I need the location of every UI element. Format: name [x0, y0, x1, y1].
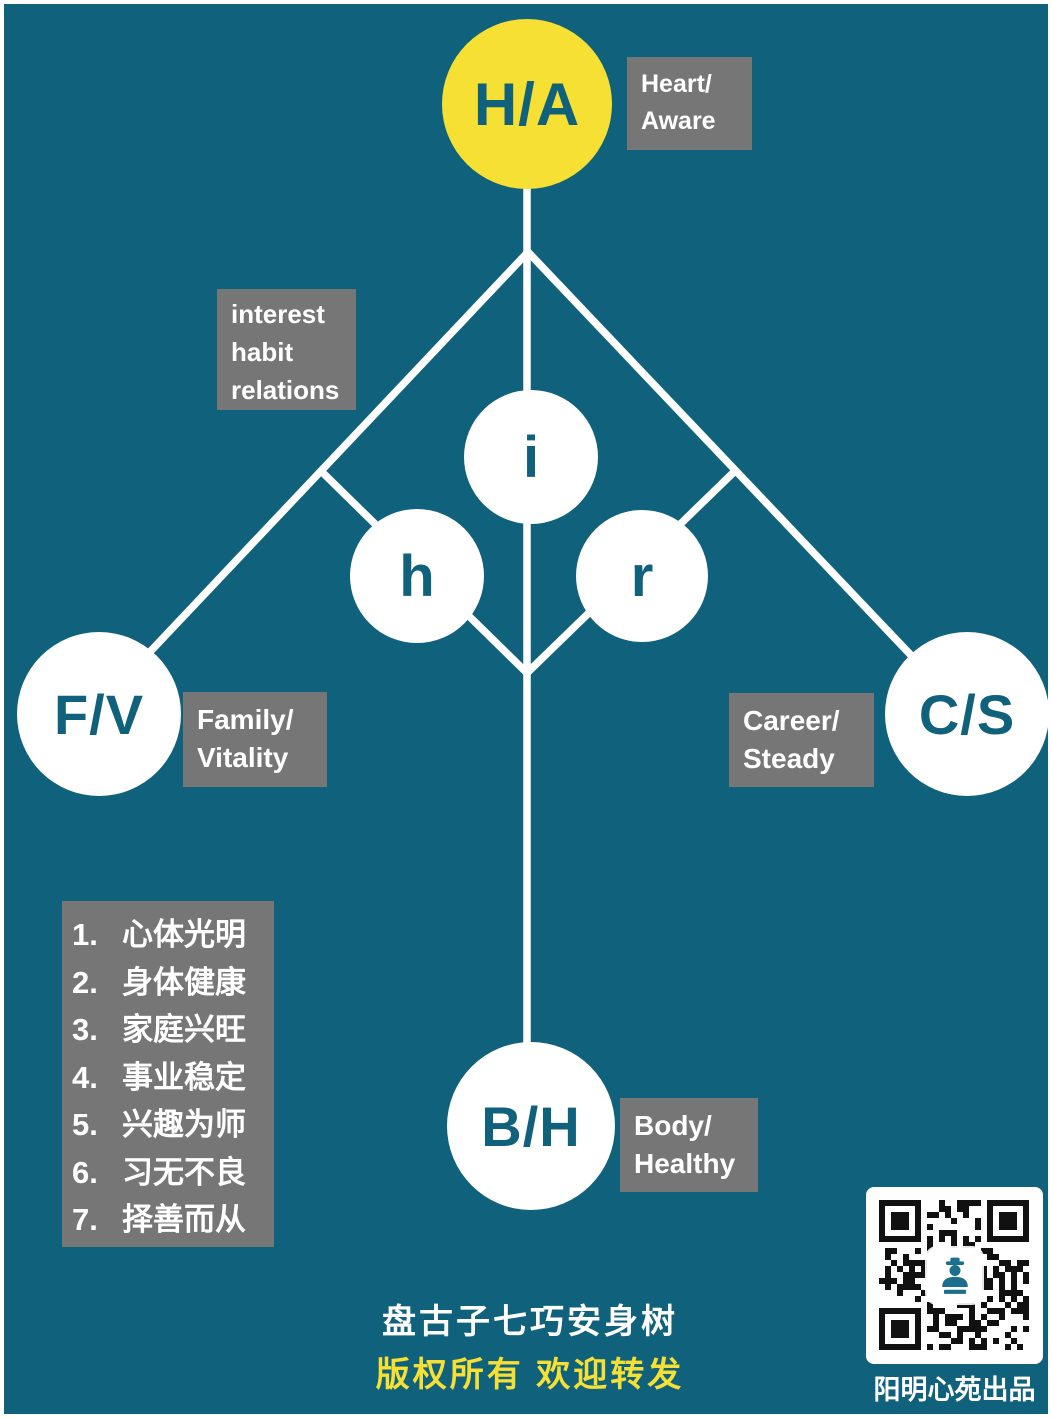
list-item-number: 1.	[72, 917, 98, 952]
qr-code	[866, 1187, 1043, 1364]
list-item: 2. 身体健康	[72, 959, 274, 1007]
label-line: Vitality	[197, 742, 289, 773]
footer-title: 盘古子七巧安身树	[382, 1303, 678, 1341]
footer-subtitle: 版权所有 欢迎转发	[375, 1356, 685, 1394]
node-habit: h	[350, 509, 484, 643]
node-family-vitality: F/V	[17, 632, 181, 796]
list-item-text: 习无不良	[122, 1154, 246, 1190]
node-abbr: F/V	[53, 682, 145, 746]
list-item-text: 身体健康	[122, 964, 246, 1000]
list-item: 6. 习无不良	[72, 1149, 274, 1197]
list-item-text: 择善而从	[122, 1202, 246, 1237]
list-item-text: 兴趣为师	[122, 1107, 246, 1142]
scholar-person-icon	[941, 1257, 968, 1294]
note-line: habit	[231, 337, 294, 367]
node-abbr: H/A	[473, 70, 581, 138]
label-family-vitality: Family/ Vitality	[183, 692, 327, 787]
label-career-steady: Career/ Steady	[729, 693, 874, 787]
node-heart-aware: H/A	[442, 19, 612, 189]
list-item-number: 7.	[72, 1202, 98, 1237]
node-letter: h	[399, 543, 435, 609]
node-body-healthy: B/H	[447, 1042, 615, 1210]
list-item-text: 心体光明	[122, 917, 246, 952]
node-letter: r	[630, 543, 654, 609]
node-abbr: B/H	[481, 1094, 581, 1158]
label-line: Steady	[743, 743, 835, 774]
node-letter: i	[522, 424, 540, 490]
node-career-steady: C/S	[885, 632, 1048, 796]
note-interest-habit-relations: interest habit relations	[217, 289, 356, 410]
label-line: Heart/	[641, 70, 712, 98]
list-item-number: 4.	[72, 1059, 98, 1095]
list-item: 3. 家庭兴旺	[72, 1006, 274, 1054]
label-line: Career/	[743, 705, 840, 736]
label-heart-aware: Heart/ Aware	[627, 57, 752, 150]
list-item-text: 事业稳定	[122, 1059, 246, 1095]
label-line: Healthy	[634, 1148, 736, 1179]
list-item-number: 2.	[72, 964, 98, 1000]
list-item: 4. 事业稳定	[72, 1054, 274, 1102]
list-item-text: 家庭兴旺	[122, 1012, 246, 1047]
label-body-healthy: Body/ Healthy	[620, 1098, 758, 1192]
qr-caption: 阳明心苑出品	[873, 1375, 1036, 1405]
node-abbr: C/S	[918, 682, 1016, 746]
node-interest: i	[464, 390, 598, 524]
list-item-number: 6.	[72, 1154, 98, 1190]
label-line: Aware	[641, 107, 716, 135]
qr-center-logo	[927, 1248, 982, 1303]
goal-list: 1. 心体光明 2. 身体健康 3. 家庭兴旺 4. 事业稳定 5. 兴趣为师 …	[62, 901, 274, 1247]
note-line: relations	[231, 375, 340, 405]
node-relations: r	[576, 510, 708, 642]
label-line: Family/	[197, 704, 294, 735]
list-item: 1. 心体光明	[72, 911, 274, 959]
list-item: 5. 兴趣为师	[72, 1101, 274, 1149]
right-branch-line	[525, 249, 966, 713]
label-line: Body/	[634, 1110, 712, 1141]
list-item-number: 3.	[72, 1012, 98, 1047]
list-item: 7. 择善而从	[72, 1196, 274, 1244]
left-branch-line	[92, 249, 531, 713]
note-line: interest	[231, 299, 325, 329]
list-item-number: 5.	[72, 1107, 98, 1142]
qr-pattern	[879, 1200, 1029, 1350]
